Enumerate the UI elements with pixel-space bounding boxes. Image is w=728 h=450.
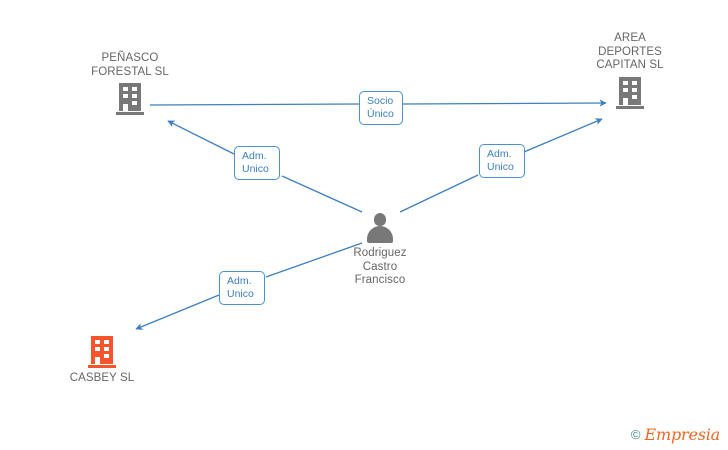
edge-line-adm-area-1 xyxy=(399,174,479,213)
edge-line-adm-casbey-2 xyxy=(135,294,220,330)
node-casbey-label: CASBEY SL xyxy=(69,372,135,384)
building-icon xyxy=(116,83,144,115)
node-rodriguez-castro-francisco-label: Rodriguez Castro Francisco xyxy=(353,247,407,286)
building-icon xyxy=(616,76,644,109)
watermark: © Empresia xyxy=(631,425,720,444)
person-icon xyxy=(364,213,396,243)
node-rodriguez-castro-francisco[interactable]: Rodriguez Castro Francisco xyxy=(310,213,450,288)
edge-line-adm-penasco-2 xyxy=(167,120,235,155)
edge-label-adm-unico-penasco[interactable]: Adm. Unico xyxy=(234,146,280,180)
edge-label-adm-unico-area-deportes[interactable]: Adm. Unico xyxy=(479,144,525,178)
node-casbey[interactable]: CASBEY SL xyxy=(32,336,172,386)
node-area-deportes-capitan[interactable]: AREA DEPORTES CAPITAN SL xyxy=(560,32,700,109)
building-icon xyxy=(88,336,116,368)
node-penasco-forestal[interactable]: PEÑASCO FORESTAL SL xyxy=(60,52,200,115)
node-penasco-forestal-label: PEÑASCO FORESTAL SL xyxy=(91,52,169,78)
edge-line-socio-unico xyxy=(149,103,360,106)
edge-label-adm-unico-casbey[interactable]: Adm. Unico xyxy=(219,271,265,305)
watermark-brand: Empresia xyxy=(644,425,721,444)
edge-label-socio-unico[interactable]: Socio Único xyxy=(359,91,403,125)
edge-line-adm-casbey-1 xyxy=(265,242,363,278)
copyright-icon: © xyxy=(630,427,641,442)
edge-line-socio-unico-2 xyxy=(402,99,607,107)
edge-line-adm-penasco-1 xyxy=(281,175,363,213)
node-area-deportes-capitan-label: AREA DEPORTES CAPITAN SL xyxy=(596,32,664,71)
edge-line-adm-area-2 xyxy=(523,118,603,153)
